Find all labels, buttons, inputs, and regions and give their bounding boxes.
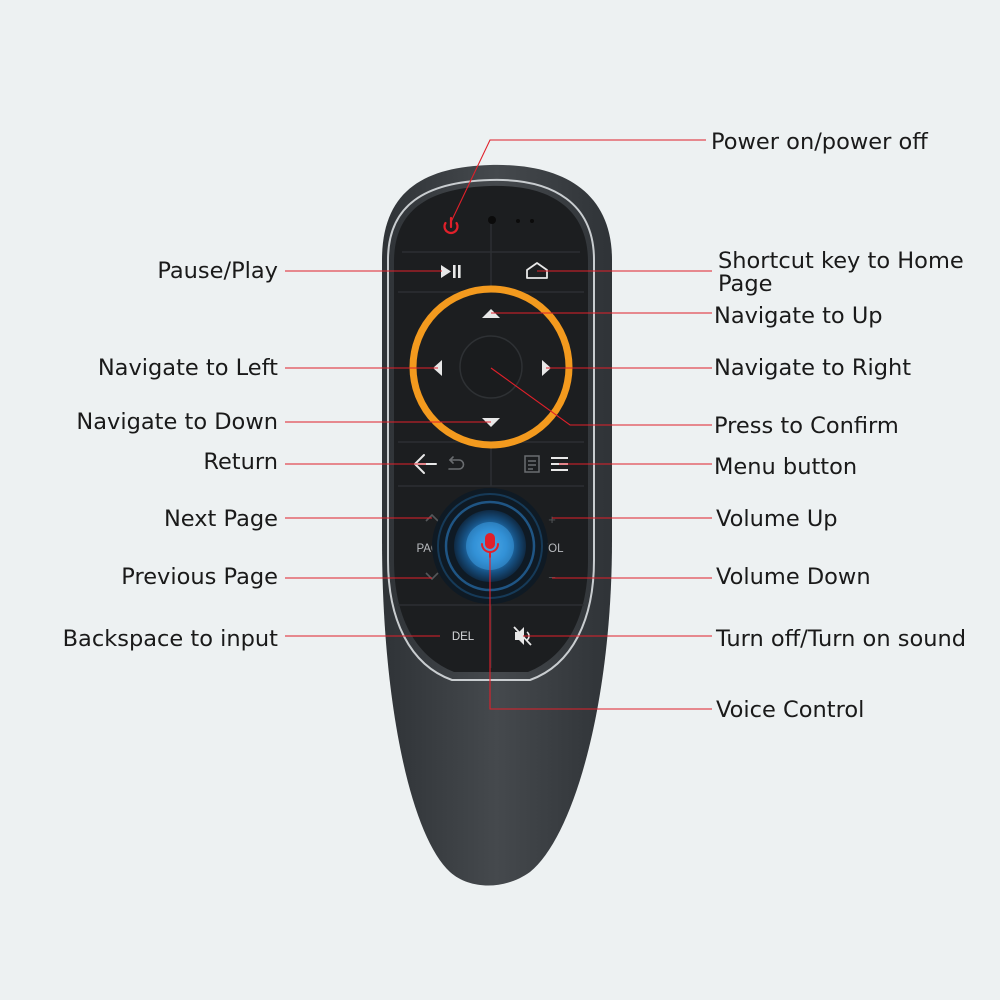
label-nav-up: Navigate to Up (714, 303, 883, 329)
label-pause-play: Pause/Play (157, 258, 278, 284)
label-mute: Turn off/Turn on sound (716, 626, 967, 652)
play-pause-button[interactable] (441, 265, 461, 278)
dpad-ring[interactable] (409, 285, 573, 449)
dpad (409, 285, 573, 449)
play-pause-icon (441, 265, 461, 278)
label-backspace: Backspace to input (62, 626, 278, 652)
menu-list-icon (524, 455, 540, 473)
label-nav-down: Navigate to Down (76, 409, 278, 435)
panel-dividers (398, 220, 584, 668)
remote-panel-rim (387, 178, 595, 681)
label-power: Power on/power off (711, 129, 928, 155)
ok-button[interactable] (459, 335, 523, 399)
label-menu: Menu button (714, 454, 858, 480)
power-icon (443, 216, 459, 235)
del-label: DEL (452, 631, 475, 643)
del-button[interactable]: DEL (452, 631, 475, 643)
indicator-lights (488, 216, 534, 224)
chevron-up-icon (425, 513, 439, 522)
power-button[interactable] (443, 216, 459, 235)
home-button[interactable] (526, 262, 548, 279)
label-nav-right: Navigate to Right (714, 355, 912, 381)
label-voice: Voice Control (716, 697, 865, 723)
leader-voice (489, 553, 712, 710)
label-next-page: Next Page (163, 506, 278, 532)
label-confirm: Press to Confirm (714, 413, 899, 439)
label-return: Return (203, 449, 278, 475)
home-icon (526, 262, 548, 279)
leader-lines (285, 139, 712, 710)
leader-confirm (490, 367, 712, 426)
return-icon (448, 456, 465, 470)
volume-plus-label: + (548, 512, 556, 527)
chevron-down-icon (425, 572, 439, 581)
label-previous-page: Previous Page (121, 564, 278, 590)
label-shortcut-home: Shortcut key to Home Page (718, 248, 964, 297)
label-volume-up: Volume Up (716, 506, 838, 532)
label-volume-down: Volume Down (716, 564, 871, 590)
label-nav-left: Navigate to Left (97, 355, 278, 381)
leader-power (450, 139, 706, 223)
